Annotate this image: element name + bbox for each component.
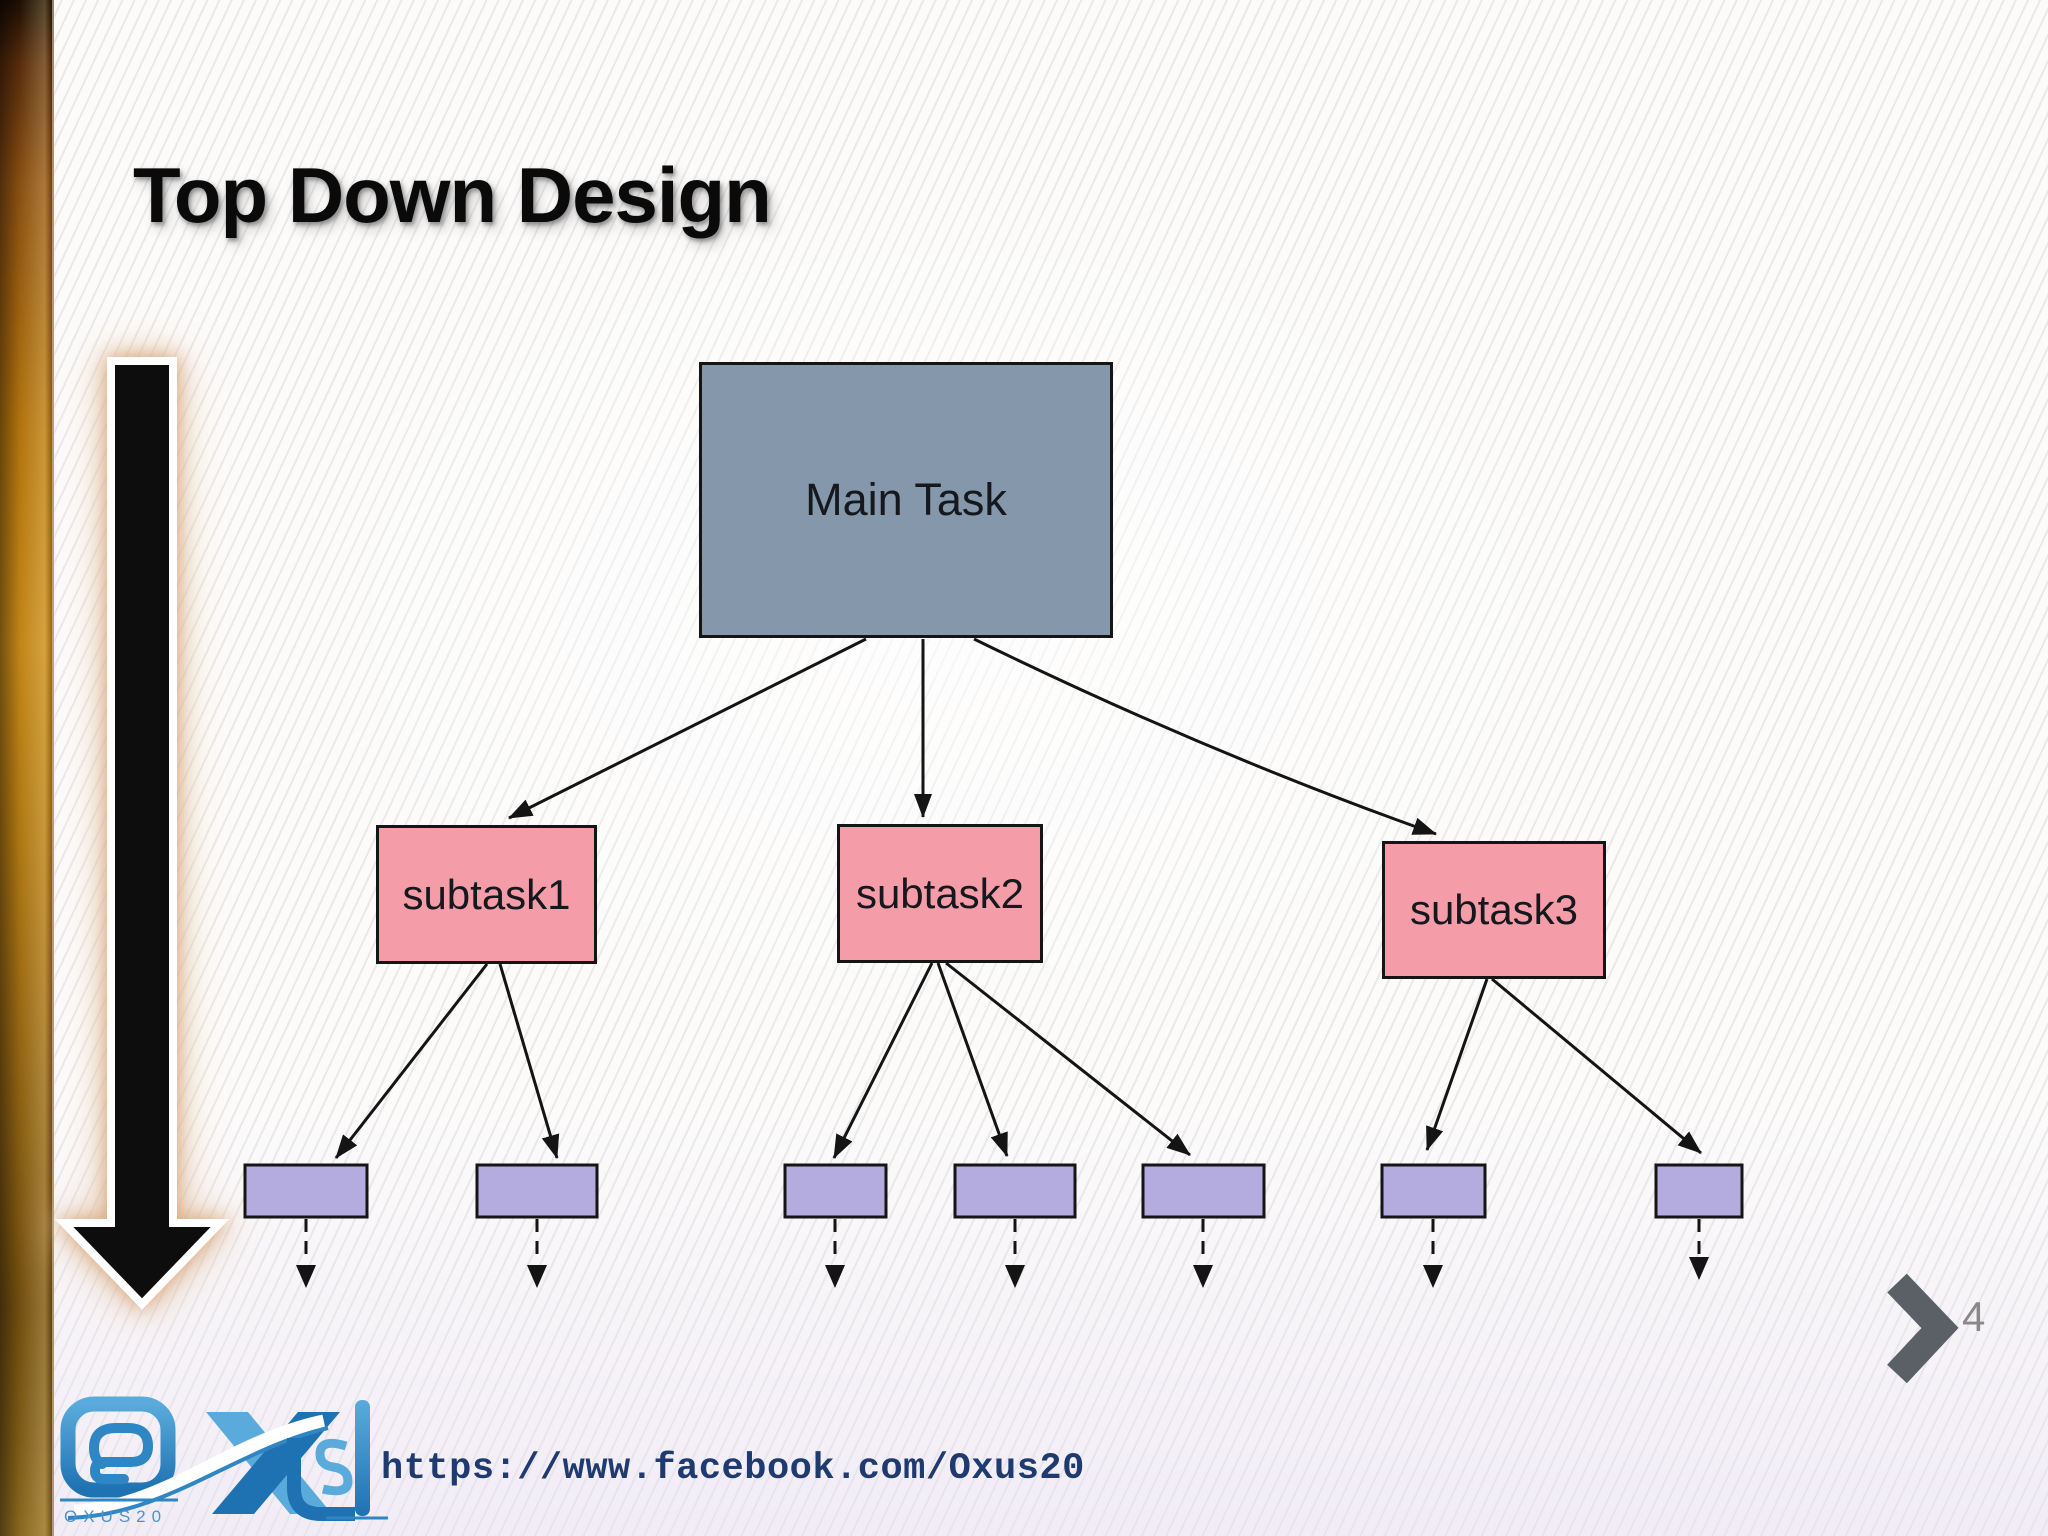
down-arrow-icon [54,357,230,1310]
subtask1-label: subtask1 [402,870,571,918]
facebook-url-link[interactable]: https://www.facebook.com/Oxus20 [381,1448,1085,1490]
leaf-box-7 [1654,1163,1744,1219]
logo-u-bar [355,1400,370,1516]
connector-subtask2-leaf5 [945,961,1191,1157]
subtask3-label: subtask3 [1409,886,1579,933]
connector-subtask3-leaf6 [1425,978,1489,1151]
subtask2-label: subtask2 [855,869,1025,917]
connector-subtask3-leaf7 [1491,977,1702,1155]
connector-main-subtask3 [973,637,1437,836]
main-task-box: Main Task [699,362,1113,638]
continuation-arrow-5 [1193,1219,1213,1288]
logo-spiral [88,1423,154,1484]
leaf-box-5 [1141,1163,1266,1219]
leaf-box-2 [475,1163,599,1219]
logo-o-ring [60,1396,176,1498]
logo-u-curve [287,1438,355,1521]
connector-subtask1-leaf1 [334,963,489,1159]
leaf-box-3 [783,1163,888,1219]
continuation-arrow-4 [1005,1219,1025,1288]
leaf-box-1 [243,1163,369,1219]
connector-subtask1-leaf2 [498,963,560,1159]
leaf-boxes [243,1163,1744,1219]
next-page-chevron-icon[interactable] [1887,1273,1959,1384]
continuation-arrows [296,1219,1709,1288]
logo-swoosh [73,1414,326,1520]
subtask2-box: subtask2 [837,824,1043,963]
continuation-arrow-2 [527,1219,547,1288]
continuation-arrow-3 [825,1219,845,1288]
continuation-arrow-7 [1689,1219,1709,1280]
connector-lines [334,637,1702,1159]
main-task-label: Main Task [805,474,1007,525]
page-title: Top Down Design [133,151,772,240]
logo-text: OXUS20 [64,1507,167,1526]
logo-s [315,1438,353,1496]
subtask1-box: subtask1 [376,825,597,964]
leaf-box-6 [1380,1163,1487,1219]
continuation-arrow-1 [296,1219,316,1288]
page-number: 4 [1962,1293,1986,1340]
continuation-arrow-6 [1423,1219,1443,1288]
connector-subtask2-leaf4 [936,962,1009,1157]
subtask3-box: subtask3 [1382,841,1606,979]
oxus20-logo: OXUS20 [60,1396,388,1526]
leaf-box-4 [953,1163,1077,1219]
connector-main-subtask1 [508,637,867,820]
connector-subtask2-leaf3 [832,962,934,1159]
logo-x-arm-dark [212,1412,340,1514]
left-accent-bar [0,0,54,1536]
